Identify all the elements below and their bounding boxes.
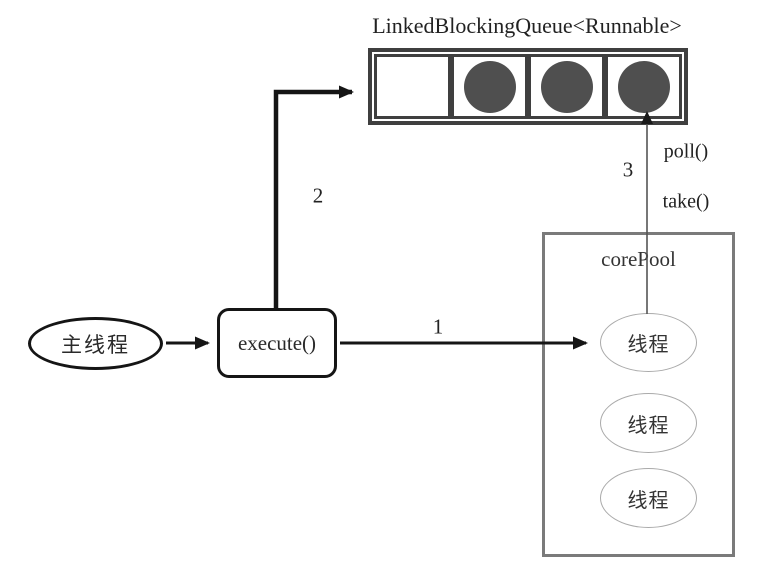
- thread-label: 线程: [627, 489, 670, 512]
- step1-label: 1: [432, 314, 444, 339]
- queue-cell: [605, 54, 682, 119]
- queue-cell: [374, 54, 451, 119]
- take-label: take(): [662, 190, 710, 213]
- thread-node: 线程: [600, 313, 697, 372]
- thread-label: 线程: [627, 334, 670, 356]
- step3-label: 3: [622, 157, 634, 182]
- thread-label: 线程: [627, 414, 670, 437]
- core-pool-label: corePool: [601, 247, 676, 271]
- task-circle: [463, 60, 516, 113]
- queue-title: LinkedBlockingQueue<Runnable>: [372, 13, 682, 38]
- poll-label: poll(): [663, 140, 709, 163]
- task-circle: [617, 60, 670, 113]
- queue-cell: [528, 54, 605, 119]
- step2-label: 2: [312, 183, 324, 208]
- queue-cell: [451, 54, 528, 119]
- task-circle: [540, 60, 593, 113]
- execute-label: execute(): [237, 330, 317, 355]
- thread-node: 线程: [600, 393, 697, 453]
- main-thread-node: 主线程: [28, 317, 163, 370]
- thread-node: 线程: [600, 468, 697, 528]
- main-thread-label: 主线程: [61, 332, 130, 357]
- task-queue: [368, 48, 688, 125]
- execute-node: execute(): [217, 308, 337, 378]
